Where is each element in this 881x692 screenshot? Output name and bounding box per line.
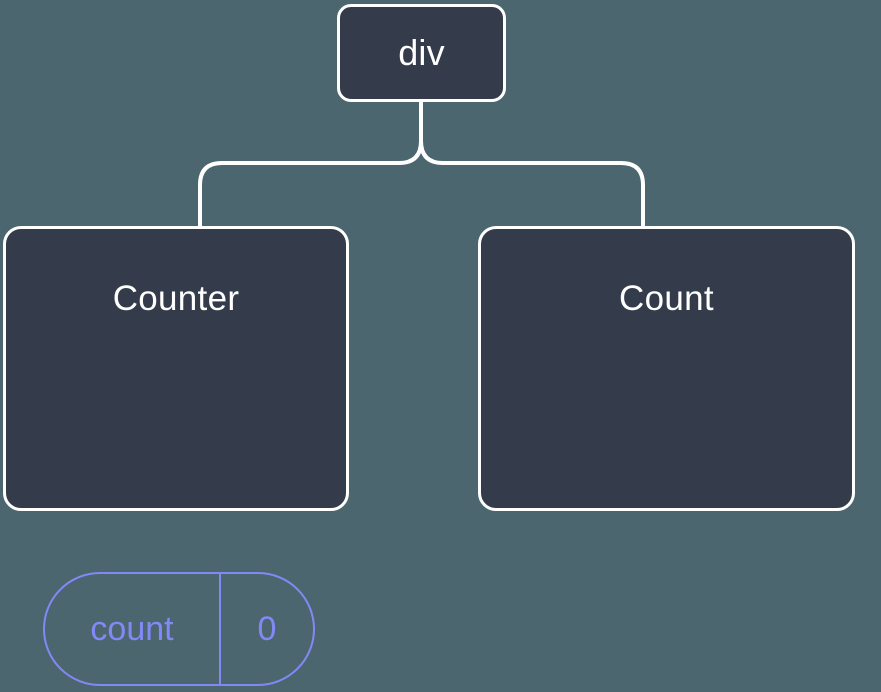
node-count-title: Count bbox=[619, 279, 714, 318]
connector-edge-to-counter bbox=[198, 140, 423, 226]
node-div-label: div bbox=[398, 32, 445, 73]
state-key-label: count bbox=[45, 574, 221, 684]
node-div[interactable]: div bbox=[337, 4, 506, 102]
state-value-label: 0 bbox=[257, 609, 277, 648]
node-counter[interactable]: Counter count 0 bbox=[3, 226, 349, 686]
node-counter-title: Counter bbox=[112, 279, 240, 318]
diagram-canvas: div Counter count 0 Count count 1 bbox=[3, 4, 855, 686]
connector-edge-to-count bbox=[419, 140, 645, 226]
state-pill-counter[interactable]: count 0 bbox=[43, 572, 315, 686]
node-count[interactable]: Count count 1 bbox=[478, 226, 855, 511]
